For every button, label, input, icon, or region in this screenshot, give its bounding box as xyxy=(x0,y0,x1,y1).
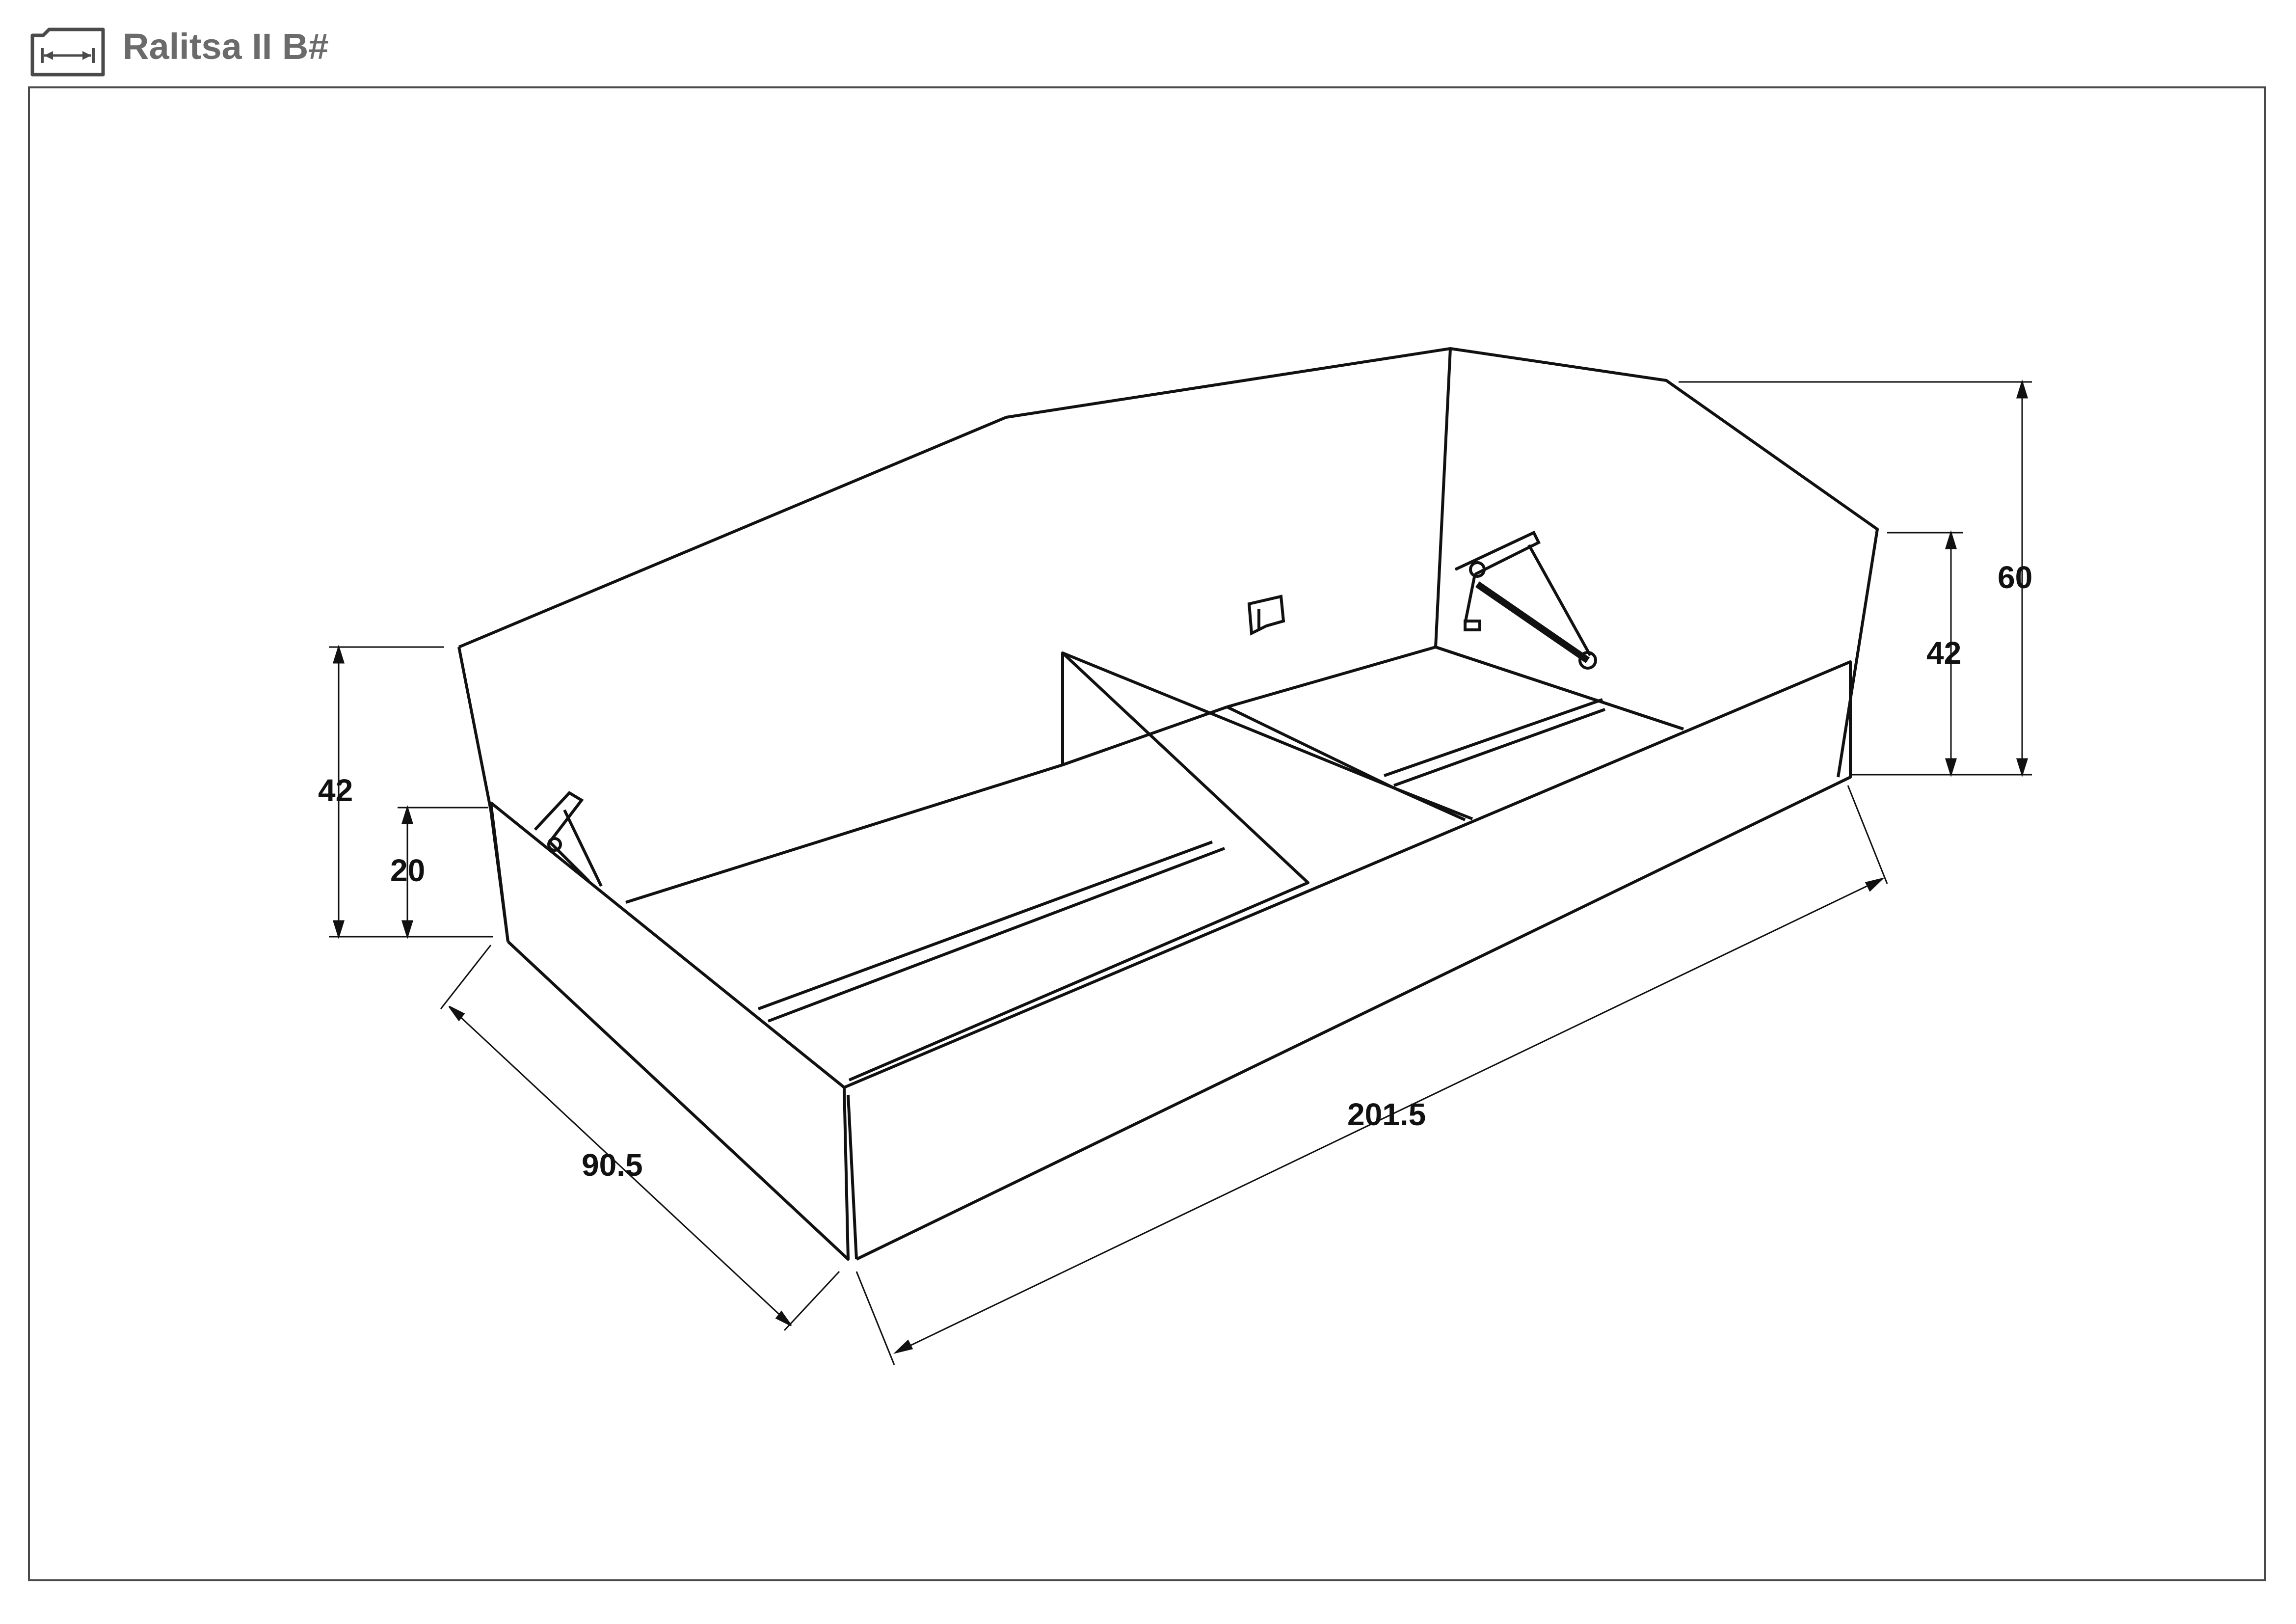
backrest-outline xyxy=(458,347,1879,778)
inner-floor-left xyxy=(625,651,1309,1082)
dim-label-side-height-left: 42 xyxy=(318,773,353,808)
dim-label-headboard-height: 60 xyxy=(1998,560,2032,595)
front-panel xyxy=(843,660,1852,1261)
bed-body xyxy=(457,347,1879,1261)
dim-label-width: 90.5 xyxy=(582,1147,643,1183)
lift-mechanism-left xyxy=(534,791,603,887)
slat-right-1 xyxy=(1384,698,1603,777)
middle-divider xyxy=(1062,651,1395,789)
left-end-panel xyxy=(457,647,509,942)
dim-label-footboard-height-right: 42 xyxy=(1926,635,1961,671)
slat-left-1 xyxy=(757,840,1213,1010)
slat-left-2 xyxy=(767,847,1226,1023)
lift-mechanism-right xyxy=(1454,531,1597,670)
left-end-panel-front xyxy=(490,801,850,1261)
inner-floor-right xyxy=(1227,646,1684,731)
back-wall-edge xyxy=(1434,348,1452,648)
bracket-icon xyxy=(1247,595,1285,636)
header: Ralitsa II B# xyxy=(0,0,2296,83)
dim-label-length: 201.5 xyxy=(1347,1097,1426,1132)
slat-right-2 xyxy=(1393,708,1606,787)
dim-label-side-inner-height-left: 20 xyxy=(390,853,425,888)
dimension-lines xyxy=(329,379,2032,1365)
page-title: Ralitsa II B# xyxy=(123,26,329,67)
drawing-frame xyxy=(28,86,2266,1581)
dimensions-icon xyxy=(29,21,106,78)
